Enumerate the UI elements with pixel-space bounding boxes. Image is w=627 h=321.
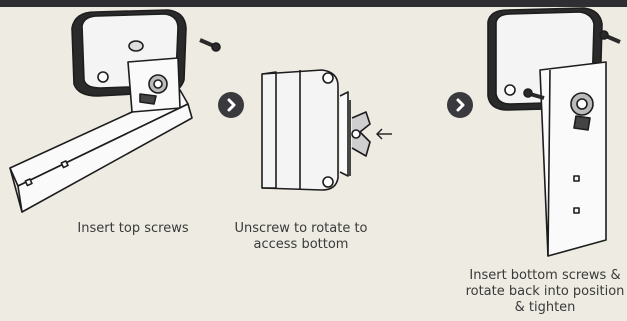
step3-caption: Insert bottom screws & rotate back into …	[464, 268, 626, 316]
arrow-left-icon	[377, 129, 392, 139]
chevron-right-icon	[218, 92, 244, 118]
step2-illustration	[262, 70, 370, 190]
step2-caption: Unscrew to rotate to access bottom	[226, 221, 376, 253]
step3-illustration	[488, 8, 620, 256]
step1-caption: Insert top screws	[58, 221, 208, 237]
step1-illustration	[10, 10, 220, 212]
chevron-right-icon	[447, 92, 473, 118]
